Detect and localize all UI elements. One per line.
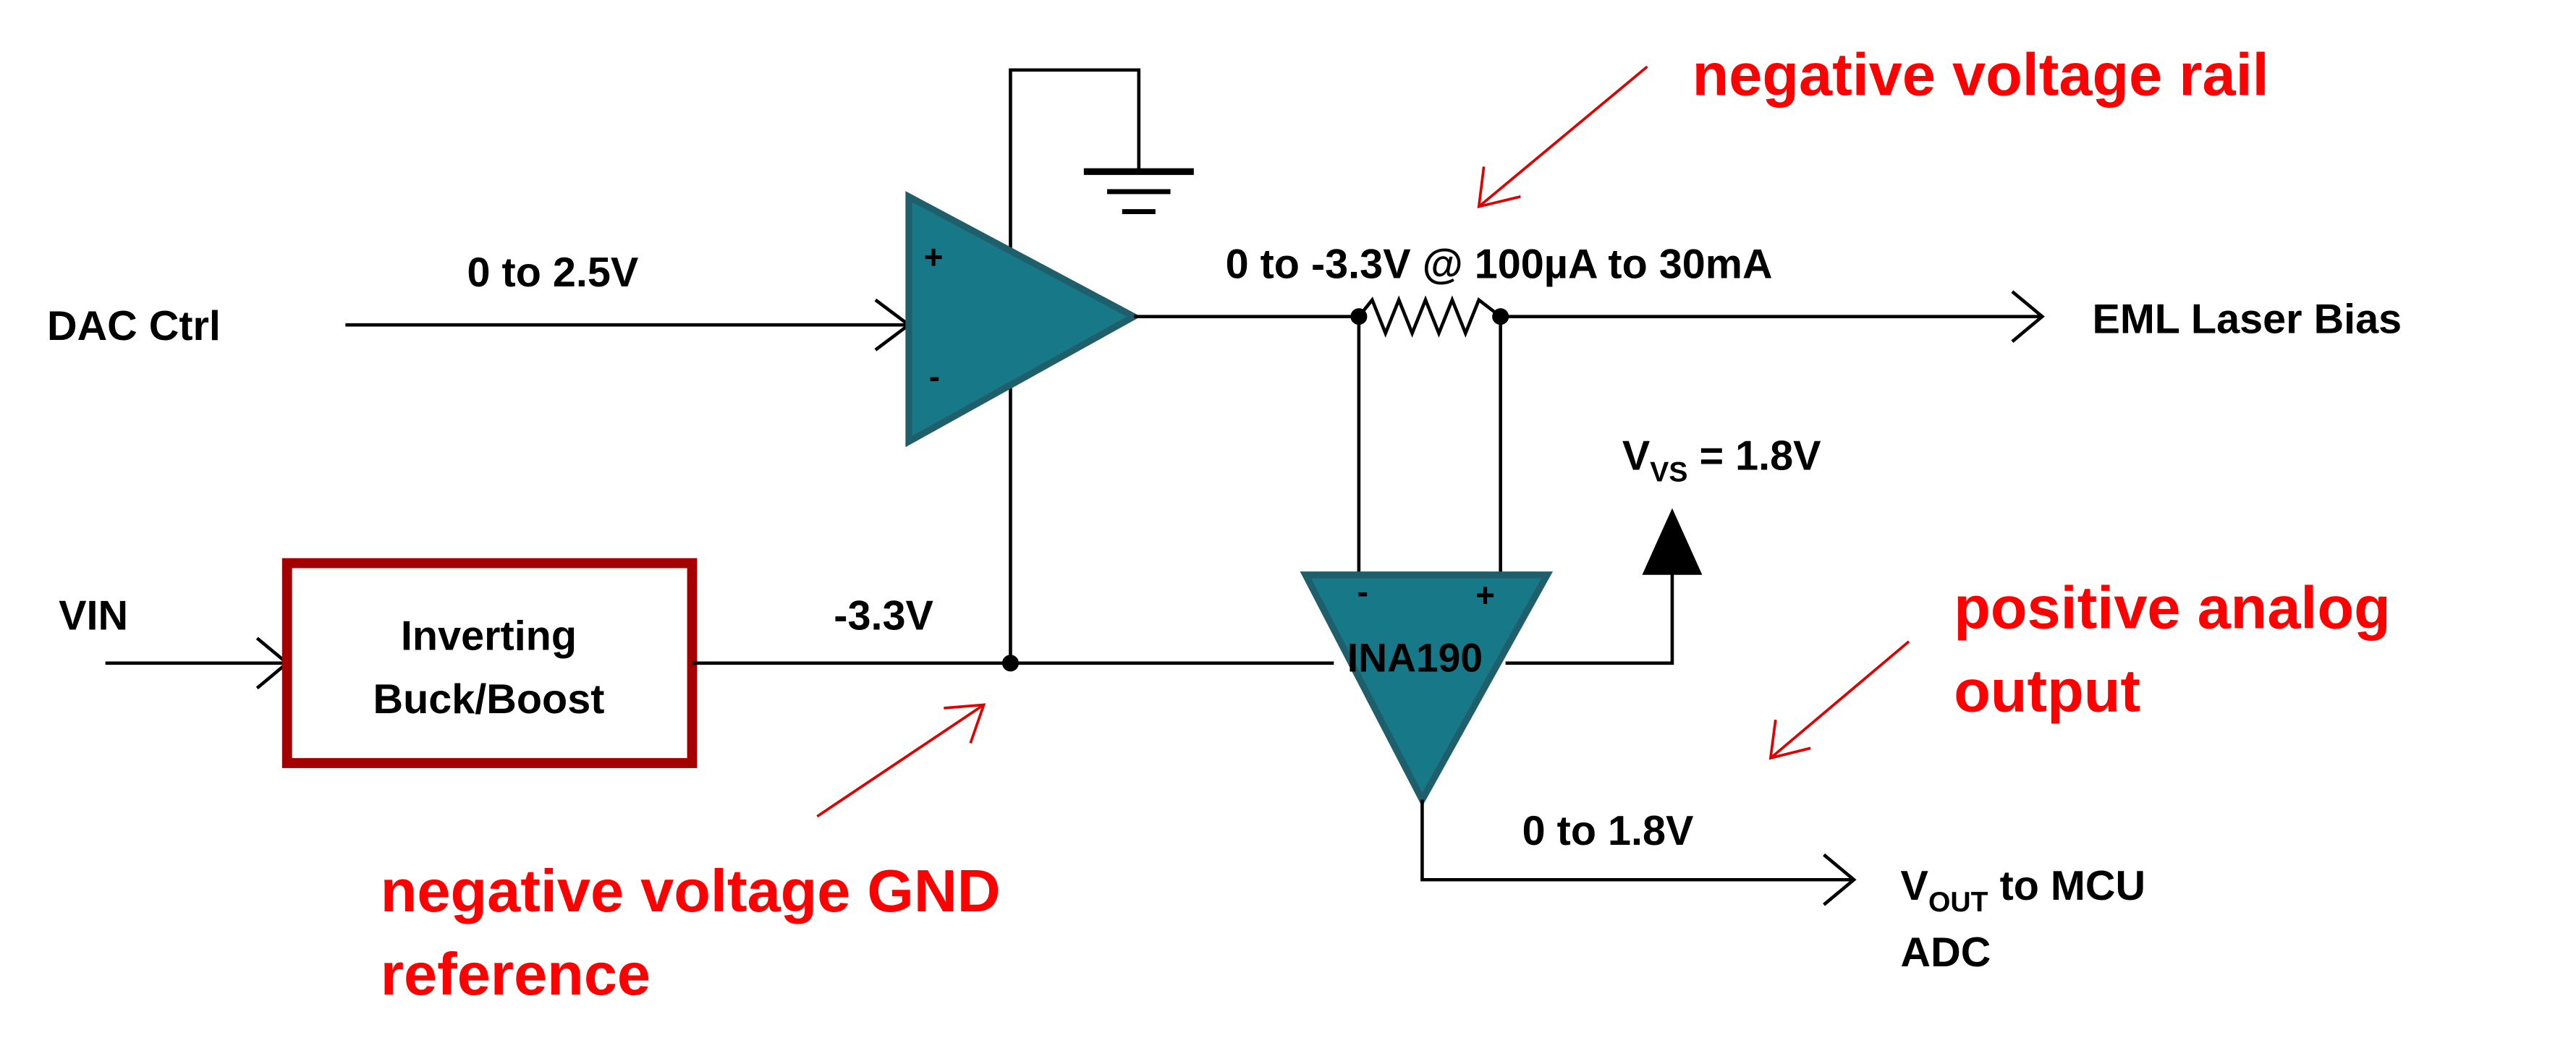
- sense-wires: [1357, 316, 1503, 575]
- dac-ctrl-label: DAC Ctrl: [47, 303, 221, 349]
- vout-range-label: 0 to 1.8V: [1522, 808, 1694, 854]
- vs-supply-wire: [1505, 508, 1703, 665]
- vin-wire: [105, 637, 290, 690]
- vout-adc-label: ADC: [1901, 929, 1991, 976]
- buck-boost-line2: Buck/Boost: [373, 676, 605, 723]
- ina-minus-label: -: [1357, 573, 1368, 610]
- annotation-positive-output-line1: positive analog: [1954, 574, 2391, 641]
- ina-name-label: INA190: [1347, 635, 1483, 680]
- negative-rail-voltage-label: -3.3V: [834, 593, 933, 639]
- vout-label: VOUT to MCU: [1901, 863, 2146, 918]
- vvs-label: VVS = 1.8V: [1622, 433, 1821, 488]
- buck-boost-line1: Inverting: [401, 613, 577, 659]
- annotation-positive-output-line2: output: [1954, 657, 2140, 725]
- opamp-plus-label: +: [924, 238, 944, 276]
- negative-rail-wire: [692, 655, 1334, 672]
- opamp-minus-label: -: [929, 358, 940, 396]
- annotation-arrow-positive-output: [1768, 640, 1910, 760]
- vin-label: VIN: [59, 593, 128, 639]
- opamp-symbol: + -: [905, 191, 1141, 448]
- annotation-arrow-negative-rail: [1477, 65, 1648, 209]
- ina-plus-label: +: [1475, 576, 1495, 613]
- eml-laser-bias-label: EML Laser Bias: [2092, 297, 2402, 343]
- dac-range-label: 0 to 2.5V: [467, 250, 639, 296]
- output-wire: [1133, 290, 2045, 343]
- dac-input-wire: [345, 298, 912, 352]
- vout-wire: [1420, 799, 1857, 906]
- annotation-gnd-ref-line1: negative voltage GND: [381, 857, 1001, 924]
- ina190-symbol: - + INA190: [1300, 571, 1554, 807]
- output-range-label: 0 to -3.3V @ 100µA to 30mA: [1226, 242, 1773, 288]
- annotation-gnd-ref-line2: reference: [381, 940, 651, 1008]
- inverting-buck-boost-block: Inverting Buck/Boost: [281, 558, 698, 768]
- ground-icon: [1083, 168, 1194, 215]
- annotation-arrow-gnd-ref: [816, 703, 986, 818]
- annotation-negative-rail: negative voltage rail: [1692, 41, 2269, 108]
